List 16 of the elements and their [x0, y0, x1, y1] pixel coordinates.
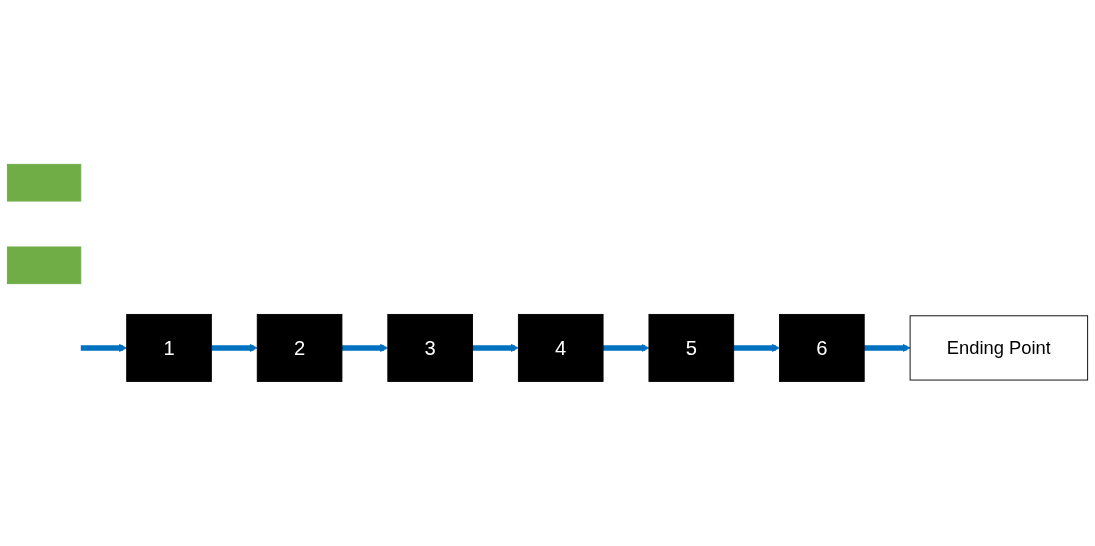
node-box: Ending Point — [909, 315, 1089, 381]
arrow — [864, 344, 911, 353]
arrow — [733, 344, 780, 353]
node-box: 1 — [126, 314, 212, 382]
arrow — [341, 344, 389, 353]
node-box: 4 — [517, 314, 604, 382]
node-bar — [6, 246, 82, 285]
arrow — [80, 344, 128, 353]
node-box: 2 — [256, 314, 343, 382]
node-bar — [6, 164, 82, 202]
node-box: 5 — [648, 314, 735, 382]
node-box: 6 — [779, 314, 865, 382]
node-box: 3 — [387, 314, 473, 382]
arrow — [472, 344, 519, 353]
arrow — [603, 344, 650, 353]
arrow — [211, 344, 258, 353]
